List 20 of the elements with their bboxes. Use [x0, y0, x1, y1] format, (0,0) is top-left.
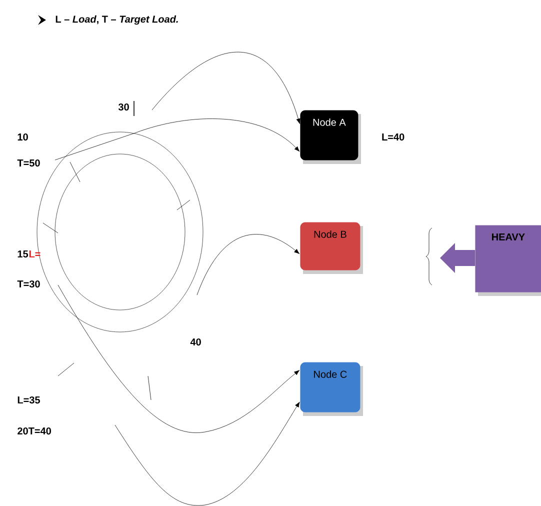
arrow: [54, 118, 300, 160]
value-label: T=30: [17, 280, 40, 288]
value-label: 30: [118, 103, 129, 111]
arrow: [58, 284, 300, 433]
node-caption: L=40: [382, 133, 404, 141]
heavy-arrow-box: HEAVY: [440, 225, 541, 296]
value-label: L=: [29, 250, 40, 258]
value-label: 15: [18, 250, 28, 258]
legend-note: L – Load, T – Target Load.: [56, 15, 178, 25]
value-label: 20T=40: [18, 427, 51, 435]
value-label: 10: [18, 133, 28, 141]
node-box: Node B: [300, 222, 363, 274]
node-box: Node A: [300, 110, 361, 164]
value-label: T=50: [17, 159, 40, 167]
value-label: 40: [190, 338, 201, 346]
value-label: L=35: [18, 396, 40, 404]
arrow: [196, 234, 300, 296]
arrow: [114, 402, 300, 506]
node-box: Node C: [300, 362, 363, 416]
arrow: [152, 52, 300, 124]
